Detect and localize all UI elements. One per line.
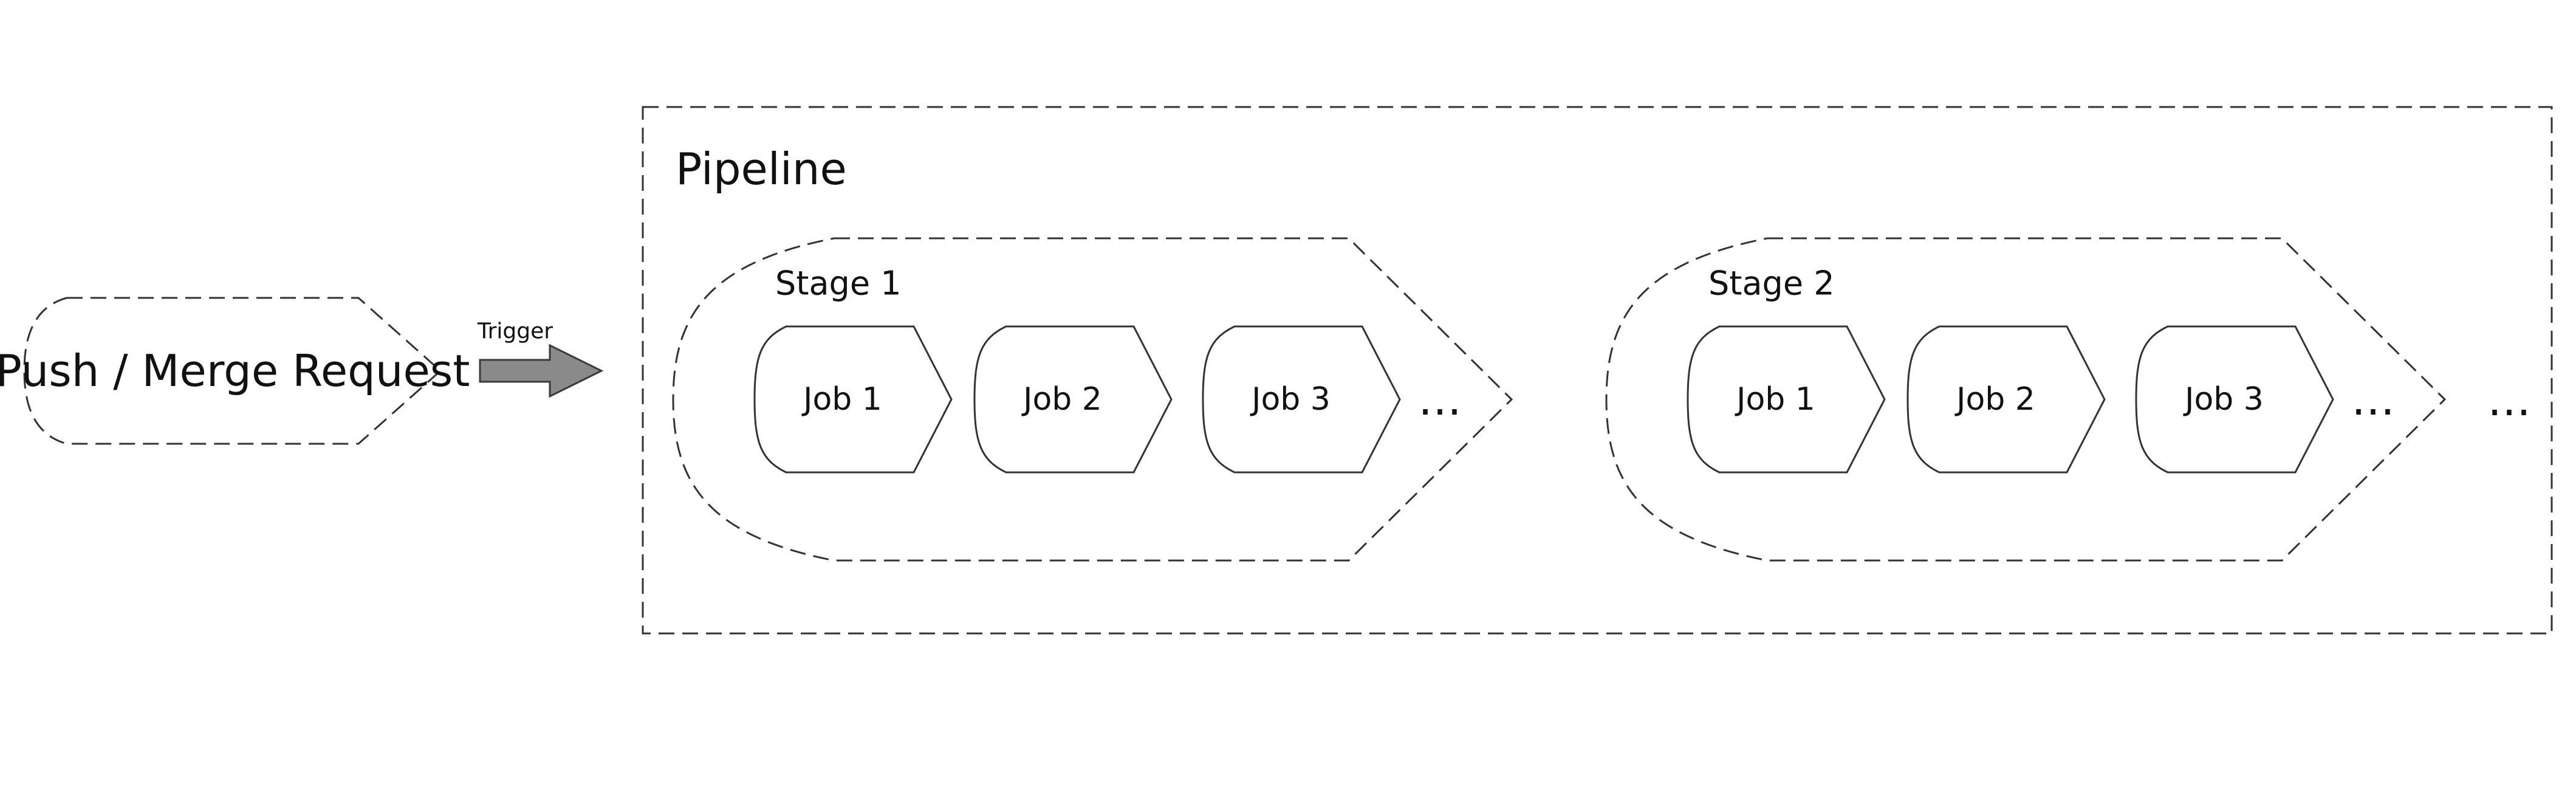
job-label: Job 2 xyxy=(1954,381,2035,418)
pipeline-container: Pipeline xyxy=(642,106,2553,635)
trigger-source-shape xyxy=(23,297,442,445)
job-shape xyxy=(1906,325,2106,474)
job: Job 2 xyxy=(973,325,1173,474)
pipeline-frame xyxy=(642,106,2553,635)
job: Job 2 xyxy=(1906,325,2106,474)
arrow-right-icon xyxy=(479,343,604,398)
job: Job 3 xyxy=(1202,325,1401,474)
job-label: Job 2 xyxy=(1021,381,1102,418)
stage-more-jobs-ellipsis: … xyxy=(2351,374,2395,425)
job-shape xyxy=(1687,325,1886,474)
job-label: Job 3 xyxy=(1250,381,1331,418)
job: Job 3 xyxy=(2135,325,2334,474)
trigger-source-label: Push / Merge Request xyxy=(0,345,470,396)
job-label: Job 1 xyxy=(1735,381,1815,418)
job-shape xyxy=(973,325,1173,474)
job: Job 1 xyxy=(1687,325,1886,474)
trigger-arrow-label: Trigger xyxy=(477,319,553,344)
stage: Stage 1 Job 1 Job 2 Job 3 … xyxy=(672,237,1513,562)
pipeline-title: Pipeline xyxy=(676,143,847,195)
stage-title: Stage 1 xyxy=(775,264,902,303)
trigger-arrow: Trigger xyxy=(477,319,604,398)
job-shape xyxy=(753,325,953,474)
stage: Stage 2 Job 1 Job 2 Job 3 … xyxy=(1605,237,2447,562)
stage-title: Stage 2 xyxy=(1708,264,1835,303)
more-stages-ellipsis: … xyxy=(2487,374,2531,426)
job: Job 1 xyxy=(753,325,953,474)
trigger-source: Push / Merge Request xyxy=(0,297,470,445)
job-shape xyxy=(2135,325,2334,474)
stages-layer: Stage 1 Job 1 Job 2 Job 3 … Stage 2 Job 1 Job 2… xyxy=(672,237,2447,562)
job-label: Job 3 xyxy=(2183,381,2264,418)
job-label: Job 1 xyxy=(801,381,882,418)
stage-shape xyxy=(1605,237,2447,562)
job-shape xyxy=(1202,325,1401,474)
stage-shape xyxy=(672,237,1513,562)
stage-more-jobs-ellipsis: … xyxy=(1418,374,1462,425)
